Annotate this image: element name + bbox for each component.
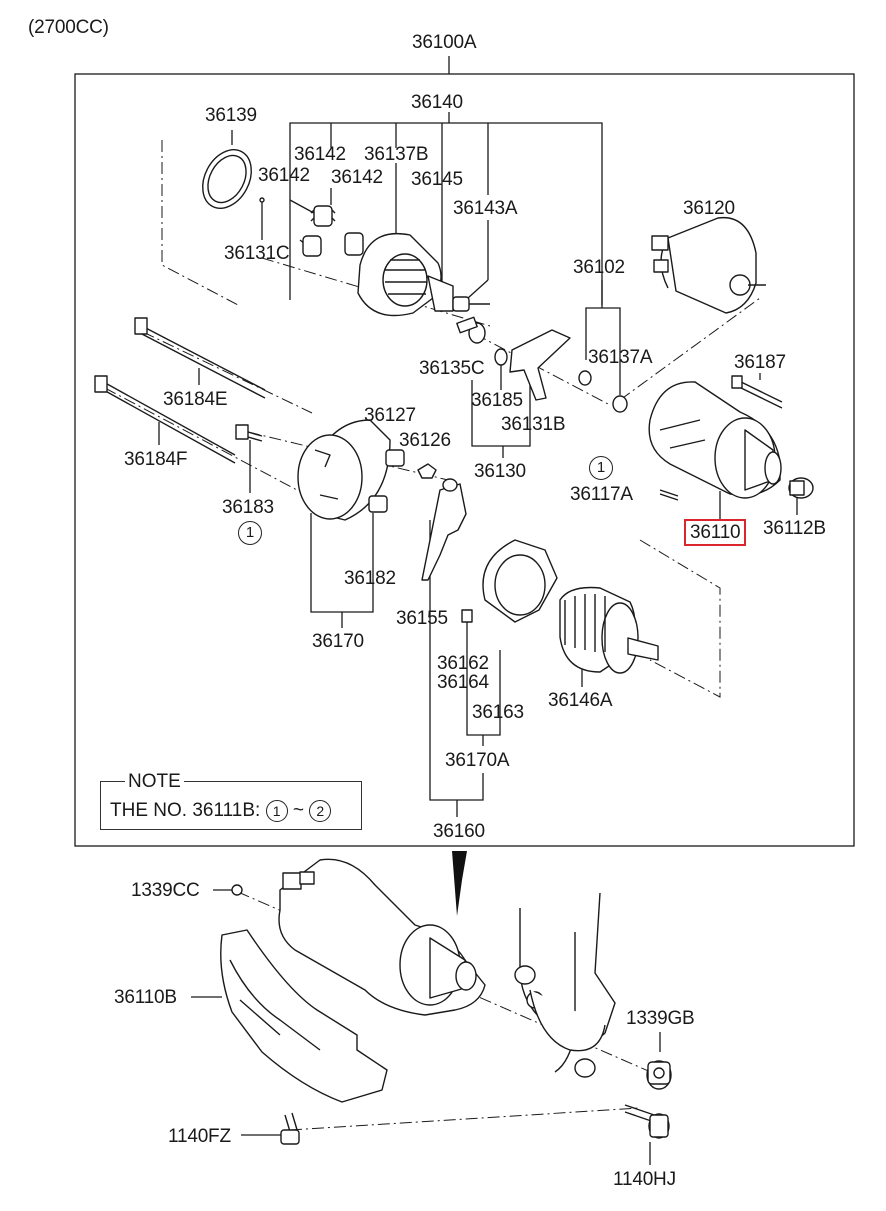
part-label-1339CC: 1339CC: [131, 880, 200, 901]
solenoid-36120: [651, 216, 766, 314]
brush-plate: [421, 478, 558, 623]
lever-36185: [456, 316, 571, 401]
part-label-36162: 36162: [437, 653, 489, 674]
part-label-36112B: 36112B: [763, 518, 826, 539]
part-label-36126: 36126: [399, 430, 451, 451]
assembly-label: 36100A: [412, 32, 477, 53]
armature-36146A: [559, 586, 659, 674]
part-label-36170A: 36170A: [445, 750, 510, 771]
bolts: [94, 317, 783, 501]
part-label-36184F: 36184F: [124, 449, 188, 470]
part-label-36117A: 36117A: [570, 484, 633, 505]
note-range-end: 2: [309, 800, 332, 822]
note-box: [100, 781, 362, 830]
part-label-36131B: 36131B: [501, 414, 566, 435]
bracket-36140: [289, 122, 603, 305]
part-label-36127: 36127: [364, 405, 416, 426]
note-text: THE NO. 36111B: 1 ~ 2: [110, 800, 332, 822]
part-label-36183: 36183: [222, 497, 274, 518]
part-label-36142-b: 36142: [258, 165, 310, 186]
note-range-sep: ~: [292, 800, 304, 822]
part-label-36184E: 36184E: [163, 389, 228, 410]
pinion-gear-36142: [302, 205, 364, 257]
part-label-36139: 36139: [205, 105, 257, 126]
part-label-36170: 36170: [312, 631, 364, 652]
nut-1339GB: [646, 1060, 672, 1090]
engine-flange: [514, 892, 616, 1078]
part-label-1339GB: 1339GB: [626, 1008, 695, 1029]
part-label-36110B: 36110B: [114, 987, 177, 1008]
front-housing-36110: [648, 381, 782, 499]
part-label-36187: 36187: [734, 352, 786, 373]
part-label-36185: 36185: [471, 390, 523, 411]
yoke-36170: [297, 419, 391, 521]
part-label-36137B: 36137B: [364, 144, 429, 165]
assembled-starter: [231, 858, 486, 1016]
note-title: NOTE: [125, 771, 184, 793]
part-label-36102: 36102: [573, 257, 625, 278]
bracket-36130: [471, 380, 531, 447]
part-label-36110-highlighted: 36110: [684, 519, 747, 546]
part-label-36145: 36145: [411, 169, 463, 190]
pointer-arrow: [452, 851, 467, 916]
bolt-1140HJ: [624, 1104, 670, 1139]
part-label-36160: 36160: [433, 821, 485, 842]
part-label-1140FZ: 1140FZ: [168, 1126, 231, 1147]
part-label-36164: 36164: [437, 672, 489, 693]
part-label-36146A: 36146A: [548, 690, 613, 711]
part-label-36131C: 36131C: [224, 243, 290, 264]
part-label-36140: 36140: [411, 92, 463, 113]
assembly-frame: [74, 73, 855, 847]
part-label-36137A: 36137A: [588, 347, 653, 368]
part-label-36163: 36163: [472, 702, 524, 723]
bracket-36170: [310, 513, 374, 613]
heat-shield-36110B: [220, 929, 388, 1103]
part-label-36143A: 36143A: [453, 198, 518, 219]
part-label-36130: 36130: [474, 461, 526, 482]
bolt-1140FZ: [280, 1112, 300, 1145]
circled-one-a: 1: [589, 456, 613, 480]
part-label-36135C: 36135C: [419, 358, 485, 379]
part-label-36120: 36120: [683, 198, 735, 219]
overrunning-clutch: [357, 233, 490, 317]
part-label-36142-c: 36142: [331, 167, 383, 188]
part-label-36155: 36155: [396, 608, 448, 629]
part-label-36142-a: 36142: [294, 144, 346, 165]
circled-one-b: 1: [238, 521, 262, 545]
part-label-36182: 36182: [344, 568, 396, 589]
variant-label: (2700CC): [28, 17, 109, 38]
note-range-start: 1: [265, 800, 288, 822]
note-prefix: THE NO. 36111B:: [110, 800, 261, 822]
part-label-1140HJ: 1140HJ: [613, 1169, 676, 1190]
